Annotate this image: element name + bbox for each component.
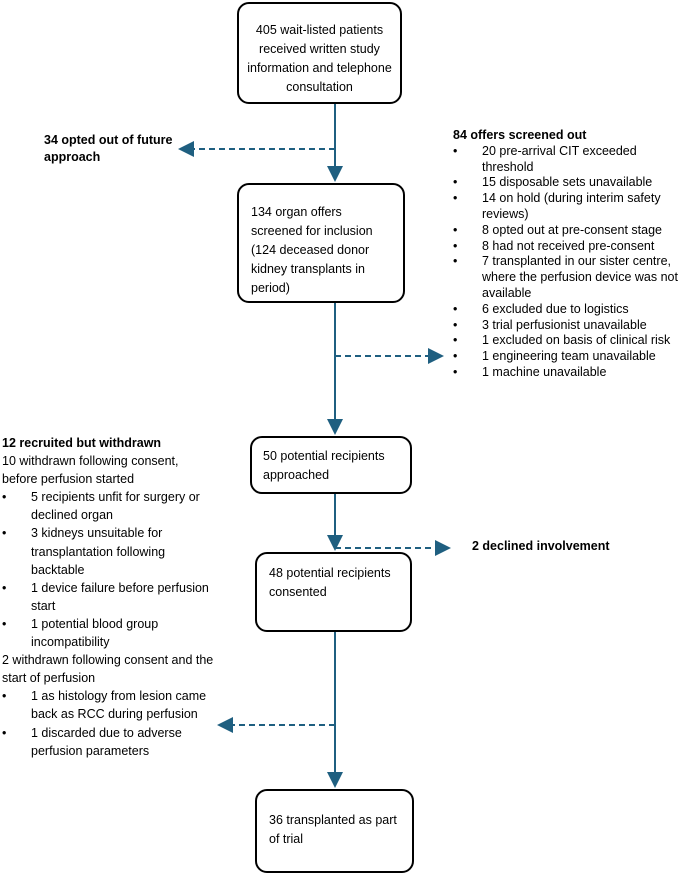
- screened-out-block: 84 offers screened out 20 pre-arrival CI…: [453, 128, 685, 381]
- list-item: 14 on hold (during interim safety review…: [453, 191, 685, 223]
- list-item: 1 excluded on basis of clinical risk: [453, 333, 685, 349]
- list-item: 1 as histology from lesion came back as …: [2, 687, 217, 723]
- withdrawn-group-2: 2 withdrawn following consent and the st…: [2, 653, 214, 686]
- list-item: 7 transplanted in our sister centre, whe…: [453, 254, 685, 301]
- box-consented: 48 potential recipients consented: [255, 552, 412, 632]
- box-approached: 50 potential recipients approached: [250, 436, 412, 494]
- list-item: 8 opted out at pre-consent stage: [453, 223, 685, 239]
- list-item: 8 had not received pre-consent: [453, 239, 685, 255]
- withdrawn-group-1: 10 withdrawn following consent, before p…: [2, 454, 179, 487]
- list-item: 1 potential blood group incompatibility: [2, 615, 217, 651]
- box-wait-listed: 405 wait-listed patients received writte…: [237, 2, 402, 104]
- list-item: 3 kidneys unsuitable for transplantation…: [2, 524, 217, 578]
- withdrawn-title: 12 recruited but withdrawn: [2, 436, 162, 450]
- list-item: 20 pre-arrival CIT exceeded threshold: [453, 144, 685, 176]
- screened-out-title: 84 offers screened out: [453, 128, 587, 142]
- list-item: 6 excluded due to logistics: [453, 302, 685, 318]
- declined-label: 2 declined involvement: [472, 539, 610, 553]
- list-item: 15 disposable sets unavailable: [453, 175, 685, 191]
- list-item: 1 device failure before perfusion start: [2, 579, 217, 615]
- list-item: 5 recipients unfit for surgery or declin…: [2, 488, 217, 524]
- list-item: 1 discarded due to adverse perfusion par…: [2, 724, 217, 760]
- withdrawn-list-1: 5 recipients unfit for surgery or declin…: [2, 488, 217, 651]
- list-item: 3 trial perfusionist unavailable: [453, 318, 685, 334]
- withdrawn-block: 12 recruited but withdrawn 10 withdrawn …: [2, 434, 217, 760]
- withdrawn-list-2: 1 as histology from lesion came back as …: [2, 687, 217, 759]
- list-item: 1 machine unavailable: [453, 365, 685, 381]
- opted-out-label: 34 opted out of future approach: [44, 133, 173, 164]
- box-organ-offers: 134 organ offers screened for inclusion …: [237, 183, 405, 303]
- list-item: 1 engineering team unavailable: [453, 349, 685, 365]
- screened-out-list: 20 pre-arrival CIT exceeded threshold15 …: [453, 144, 685, 381]
- box-transplanted: 36 transplanted as part of trial: [255, 789, 414, 873]
